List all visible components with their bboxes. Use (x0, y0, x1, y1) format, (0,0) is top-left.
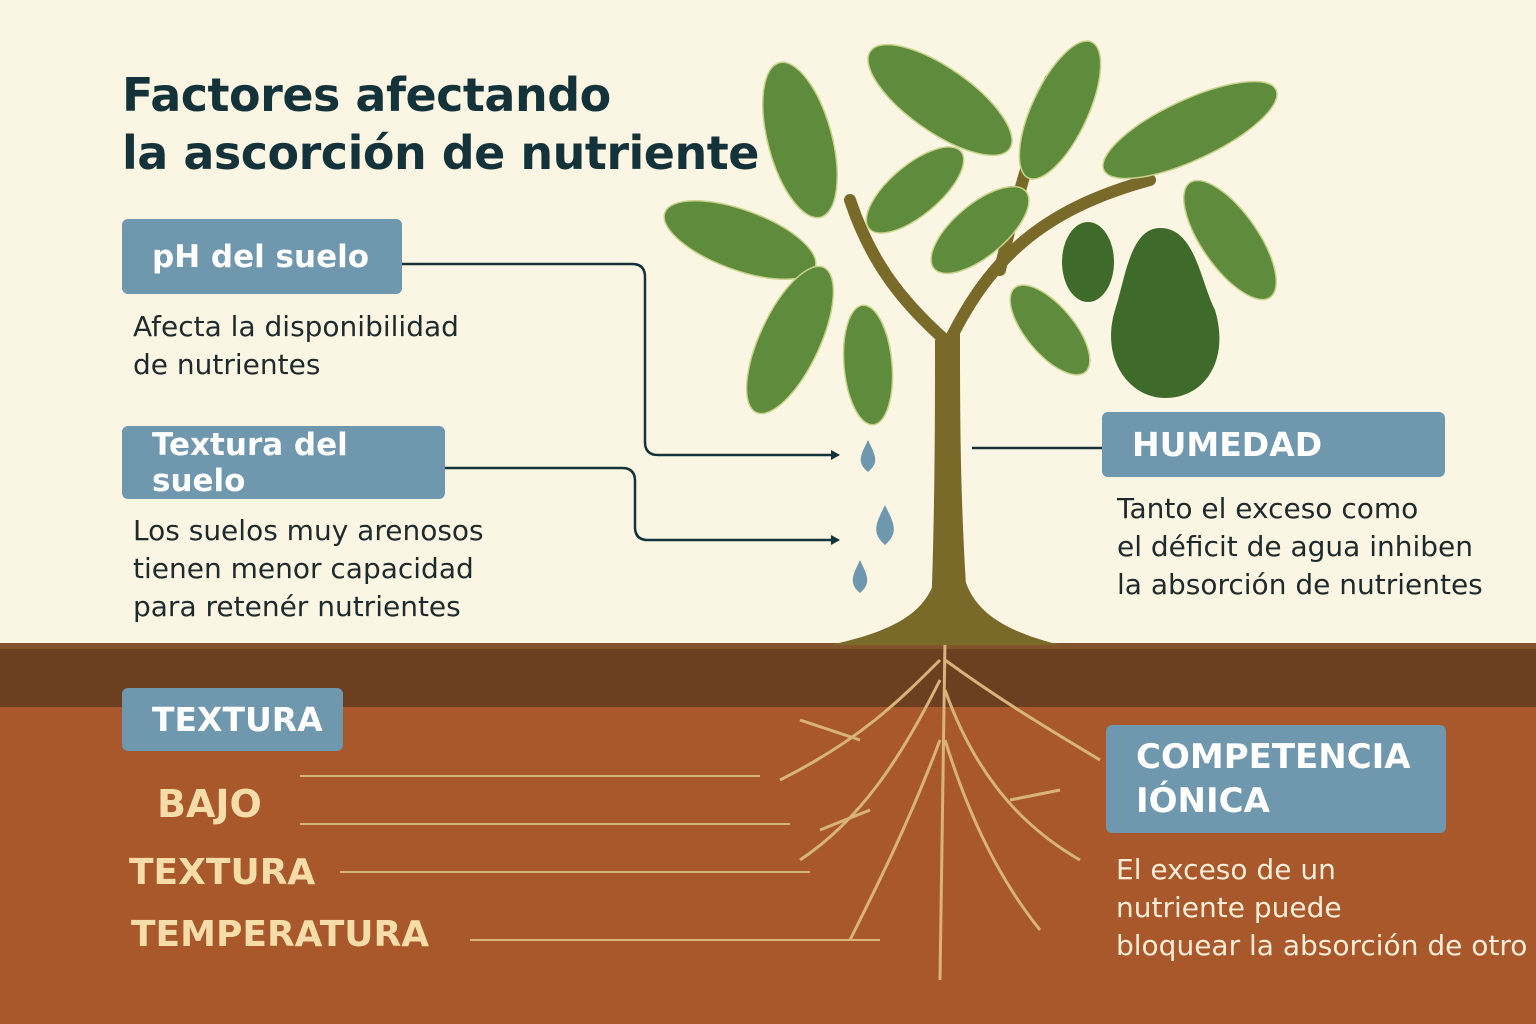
ionic-competition-description: El exceso de un nutriente puede bloquear… (1116, 853, 1528, 962)
humidity-label: HUMEDAD (1102, 412, 1445, 477)
soil-texture-label: Textura del suelo (122, 426, 445, 499)
water-drops (852, 440, 894, 593)
ph-description: Afecta la disponibilidad de nutrientes (133, 310, 459, 381)
leaves (663, 40, 1278, 426)
page-title: Factores afectando la ascorción de nutri… (122, 68, 759, 180)
connectors (402, 262, 1102, 542)
texture-label: TEXTURA (122, 688, 343, 751)
ionic-competition-label: COMPETENCIA IÓNICA (1106, 725, 1446, 833)
soil-label-bajo: BAJO (157, 782, 262, 826)
trunk (930, 330, 970, 640)
soil-label-temperatura: TEMPERATURA (131, 914, 430, 955)
roots (300, 639, 1101, 981)
soil-texture-description: Los suelos muy arenosos tienen menor cap… (133, 514, 484, 623)
avocados (1062, 222, 1220, 398)
ph-label: pH del suelo (122, 219, 402, 294)
humidity-description: Tanto el exceso como el déficit de agua … (1117, 492, 1483, 601)
soil-label-textura: TEXTURA (129, 852, 316, 893)
